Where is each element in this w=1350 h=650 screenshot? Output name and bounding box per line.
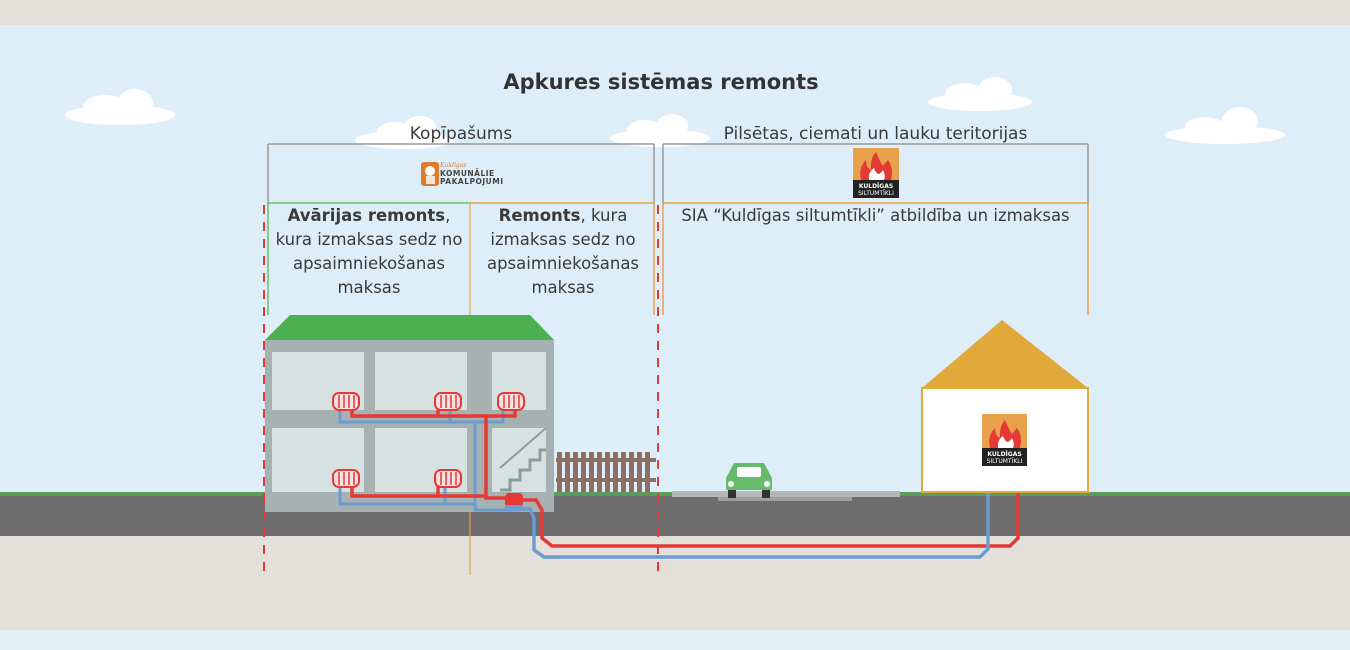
emergency-repair-text: , kura izmaksas sedz no apsaimniekošanas… bbox=[275, 206, 463, 297]
driveway bbox=[718, 497, 852, 501]
cloud bbox=[610, 114, 710, 147]
section-label-cities: Pilsētas, ciemati un lauku teritorijas bbox=[723, 124, 1028, 144]
hot-pipes-building bbox=[350, 410, 517, 500]
cloud bbox=[1165, 107, 1285, 144]
heat-exchanger-cold bbox=[505, 505, 523, 511]
ks-logo-label-house: KULDĪGAS SILTUMTĪKLI bbox=[982, 451, 1027, 465]
page-title: Apkures sistēmas remonts bbox=[503, 70, 819, 94]
radiator bbox=[332, 392, 360, 411]
cold-main-pipe bbox=[523, 490, 990, 559]
fence bbox=[556, 452, 656, 492]
cloud bbox=[65, 89, 175, 125]
radiator bbox=[434, 392, 462, 411]
emergency-repair-bold: Avārijas remonts bbox=[287, 206, 446, 225]
repair-bold: Remonts bbox=[498, 206, 581, 225]
underground bbox=[0, 536, 1350, 630]
ks-logo-line2: SILTUMTĪKLI bbox=[858, 190, 894, 197]
top-band bbox=[0, 0, 1350, 25]
kuldigas-siltumtikli-house-logo bbox=[982, 414, 1027, 466]
radiator bbox=[434, 469, 462, 488]
column-repair: Remonts, kura izmaksas sedz no apsaimnie… bbox=[471, 204, 655, 300]
ks-house-logo-line1: KULDĪGAS bbox=[987, 451, 1022, 458]
radiator bbox=[497, 392, 525, 411]
radiator bbox=[332, 469, 360, 488]
komunalie-logo-text: Kuldīgas KOMUNĀLIE PAKALPOJUMI bbox=[440, 162, 504, 186]
ks-logo-label-top: KULDĪGAS SILTUMTĪKLI bbox=[853, 183, 899, 197]
column-responsibility: SIA “Kuldīgas siltumtīkli” atbildība un … bbox=[681, 206, 1070, 225]
apartment-building bbox=[265, 315, 554, 512]
section-label-kopipasums: Kopīpašums bbox=[409, 124, 513, 144]
repair-text: , kura izmaksas sedz no apsaimniekošanas… bbox=[486, 206, 640, 297]
heat-exchanger bbox=[505, 493, 523, 507]
clouds bbox=[65, 77, 1285, 149]
komunalie-logo-line2: PAKALPOJUMI bbox=[440, 177, 504, 186]
komunalie-pakalpojumi-logo: Kuldīgas KOMUNĀLIE PAKALPOJUMI bbox=[440, 162, 504, 186]
ks-house-logo-line2: SILTUMTĪKLI bbox=[986, 458, 1023, 465]
bottom-band bbox=[0, 630, 1350, 650]
komunalie-logo-line1: KOMUNĀLIE bbox=[440, 169, 495, 178]
hot-main-pipe bbox=[523, 490, 1020, 548]
komunalie-logo-small: Kuldīgas bbox=[440, 162, 467, 169]
sky bbox=[0, 25, 1350, 495]
sidewalk bbox=[672, 491, 900, 497]
ks-logo-line1: KULDĪGAS bbox=[858, 183, 894, 190]
kuldigas-siltumtikli-logo bbox=[853, 148, 899, 198]
radiators bbox=[332, 392, 525, 488]
cloud bbox=[928, 77, 1032, 111]
komunalie-pakalpojumi-logo-mark bbox=[421, 162, 439, 186]
car bbox=[726, 463, 772, 498]
bracket-lines bbox=[267, 143, 1089, 575]
road bbox=[0, 496, 1350, 536]
column-emergency-repair: Avārijas remonts, kura izmaksas sedz no … bbox=[268, 204, 470, 300]
